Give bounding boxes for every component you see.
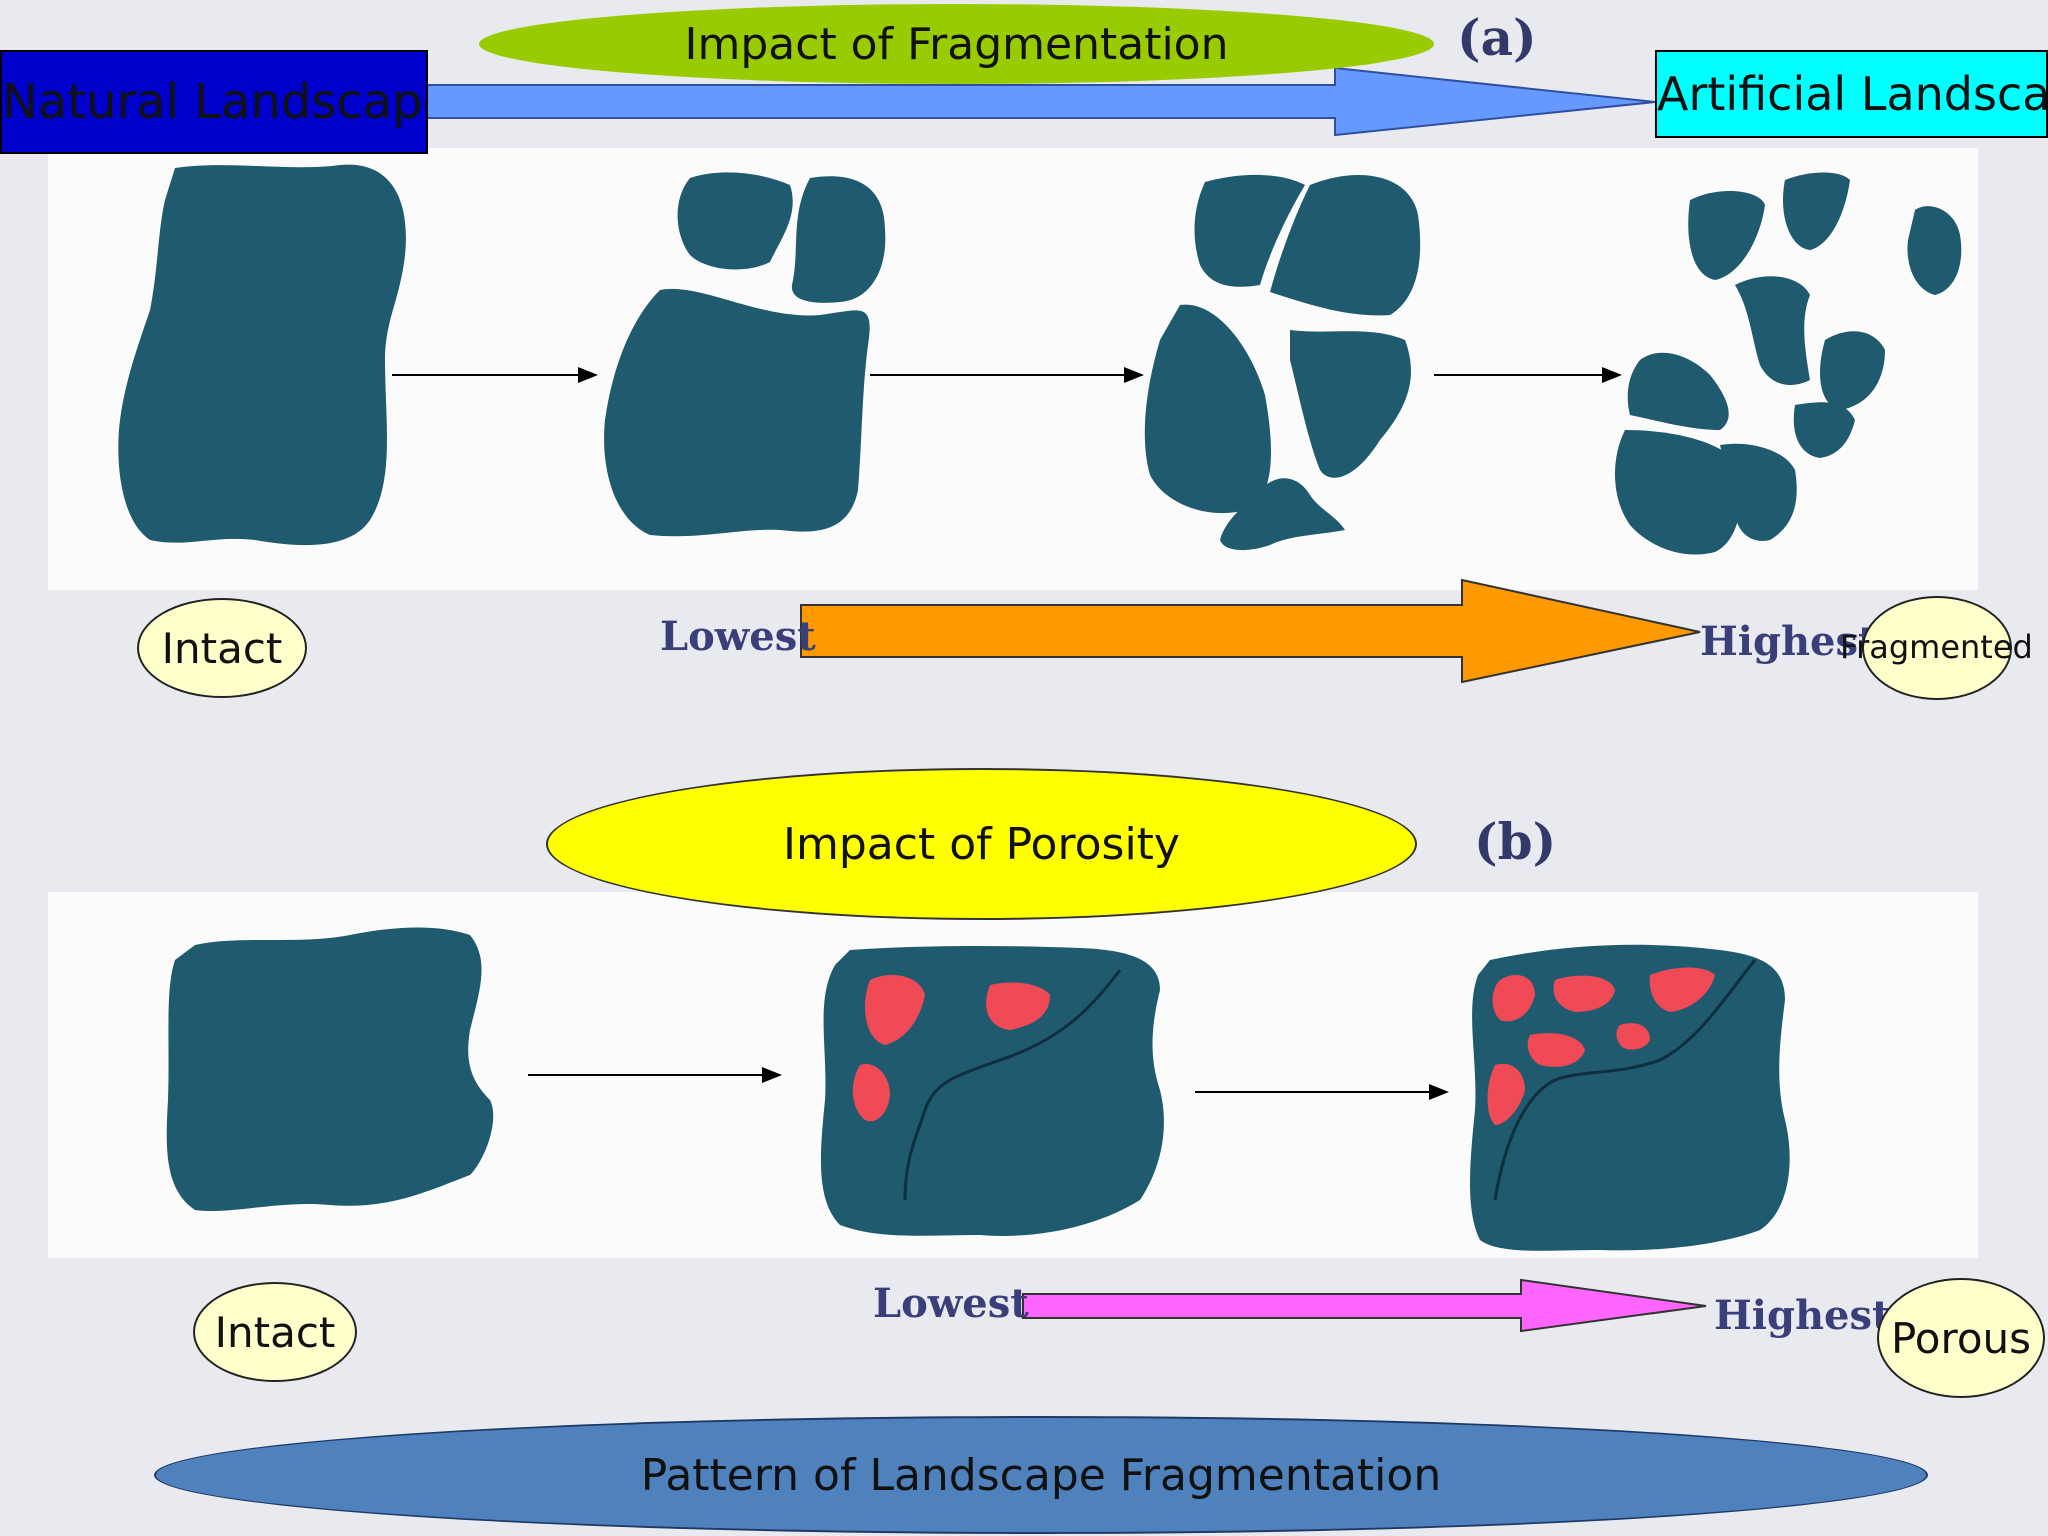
pores xyxy=(1487,967,1715,1125)
boundary-line xyxy=(1493,959,1757,1201)
natural-landscape-label: Natural Landscape xyxy=(0,50,428,154)
intact-patch xyxy=(166,927,494,1212)
fragment-patch xyxy=(1793,402,1855,458)
fragmented-state-text: Fragmented xyxy=(1840,628,2033,666)
porosity-title: Impact of Porosity xyxy=(546,768,1417,920)
intact-state-label-b: Intact xyxy=(193,1282,357,1382)
fragmented-state-label xyxy=(1862,596,2012,700)
header-arrow xyxy=(426,66,1656,137)
fragmentation-scale-arrow xyxy=(800,578,1701,684)
fragment-patch xyxy=(1720,443,1797,541)
fragmentation-scale-high: Highest xyxy=(1700,618,1877,665)
fragment-patch xyxy=(1614,430,1742,555)
intact-patch xyxy=(118,164,406,546)
footer-title: Pattern of Landscape Fragmentation xyxy=(154,1416,1928,1534)
artificial-landscape-label: Artificial Landscape xyxy=(1655,50,2048,138)
porosity-scale-high: Highest xyxy=(1714,1292,1891,1339)
fragment-patch xyxy=(1220,478,1345,551)
porous-state-label: Porous xyxy=(1877,1278,2045,1398)
fragment-patch xyxy=(1688,190,1765,280)
panel-letter-b: (b) xyxy=(1474,812,1557,871)
porosity-scale-low: Lowest xyxy=(873,1280,1029,1327)
fragment-patch xyxy=(791,176,886,303)
fragment-patch xyxy=(1290,330,1411,478)
panel-letter-a: (a) xyxy=(1457,8,1537,67)
fragment-patch xyxy=(1144,304,1271,514)
fragment-patch xyxy=(604,288,870,537)
fragmentation-title-text: Impact of Fragmentation xyxy=(684,18,1229,70)
fragment-patch xyxy=(1907,206,1962,295)
boundary-line xyxy=(903,969,1122,1201)
porous-patch xyxy=(1470,944,1790,1251)
fragment-patch xyxy=(1270,175,1421,316)
fragment-patch xyxy=(677,172,793,270)
fragment-patch xyxy=(1194,174,1305,287)
fragment-patch xyxy=(1735,276,1810,385)
pores xyxy=(852,975,1050,1122)
porosity-scale-arrow xyxy=(1022,1278,1707,1333)
fragmentation-scale-low: Lowest xyxy=(660,613,816,660)
fragment-patch xyxy=(1782,172,1850,250)
fragment-patch xyxy=(1627,352,1729,430)
fragment-patch xyxy=(1820,331,1885,410)
fragmentation-title: Impact of Fragmentation xyxy=(479,4,1434,84)
intact-state-label: Intact xyxy=(137,598,307,698)
